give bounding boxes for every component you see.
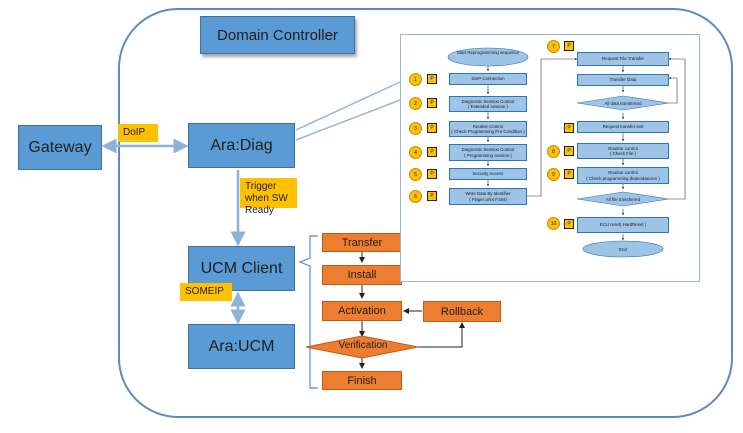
step-number: 5 [409, 168, 422, 181]
callout-line-top [295, 81, 401, 131]
step-number: 7 [547, 40, 560, 53]
flow-brace [298, 235, 318, 389]
p-marker: P [427, 191, 437, 201]
p-marker: P [427, 147, 437, 157]
transfer-data: Transfer Data [577, 74, 669, 86]
ecu-reset: ECU reset( HardReset ) [577, 217, 669, 233]
step-number: 10 [547, 217, 560, 230]
page-title: Domain Controller [200, 16, 355, 54]
p-marker: P [564, 146, 574, 156]
p-marker: P [564, 41, 574, 51]
p-marker: P [564, 219, 574, 229]
reprogramming-panel: Start Reprogramming sequence 1 P DoIP Co… [400, 34, 700, 282]
routine-control-check-dependencies: Routine control ( Check programming depe… [577, 167, 669, 184]
step-routine-precondition: Routine Control ( Check Programming Pre … [449, 121, 527, 137]
p-marker: P [564, 169, 574, 179]
step-number: 8 [547, 145, 560, 158]
request-transfer-exit: Request transfer exit [577, 121, 669, 133]
p-marker: P [564, 123, 574, 133]
step-number: 6 [409, 190, 422, 203]
step-number: 3 [409, 122, 422, 135]
flow-transfer: Transfer [322, 233, 402, 252]
flow-install: Install [322, 265, 402, 285]
request-file-transfer: Request File Transfer [577, 52, 669, 66]
p-marker: P [427, 98, 437, 108]
callout-line-bottom [295, 99, 401, 141]
step-security-access: Security Access [449, 168, 527, 180]
start-node: Start Reprogramming sequence [456, 50, 520, 55]
flow-verification-label: Verification [338, 340, 388, 351]
step-number: 4 [409, 146, 422, 159]
someip-label: SOMEIP [180, 283, 232, 301]
flow-activation: Activation [322, 301, 402, 321]
p-marker: P [427, 74, 437, 84]
trigger-label: Trigger when SW Ready [240, 178, 297, 216]
step-number: 9 [547, 168, 560, 181]
step-session-programming: Diagnostic Session Control ( Programming… [449, 144, 527, 161]
gateway-node: Gateway [18, 125, 102, 170]
all-file-transferred: All file transferred [605, 197, 641, 202]
doip-label: DoIP [118, 124, 158, 142]
verification-diamond [305, 335, 419, 359]
flow-finish: Finish [322, 371, 402, 390]
all-data-transferred: All data transferred [604, 101, 642, 106]
end-node: End [619, 247, 627, 252]
p-marker: P [427, 123, 437, 133]
flow-rollback: Rollback [423, 301, 501, 322]
step-number: 1 [409, 73, 422, 86]
step-doip-connection: DoIP Connection [449, 73, 527, 85]
ucm-client-node: UCM Client [188, 246, 295, 291]
step-write-data-by-identifier: Write Data By Identifier ( Finger print … [449, 188, 527, 205]
panel-connectors [447, 47, 686, 258]
ara-ucm-node: Ara:UCM [188, 324, 295, 369]
p-marker: P [427, 169, 437, 179]
routine-control-check-file: Routine control ( Check File ) [577, 143, 669, 159]
step-session-extended: Diagnostic Session Control ( Extended se… [449, 96, 527, 112]
step-number: 2 [409, 97, 422, 110]
ara-diag-node: Ara:Diag [188, 123, 295, 168]
